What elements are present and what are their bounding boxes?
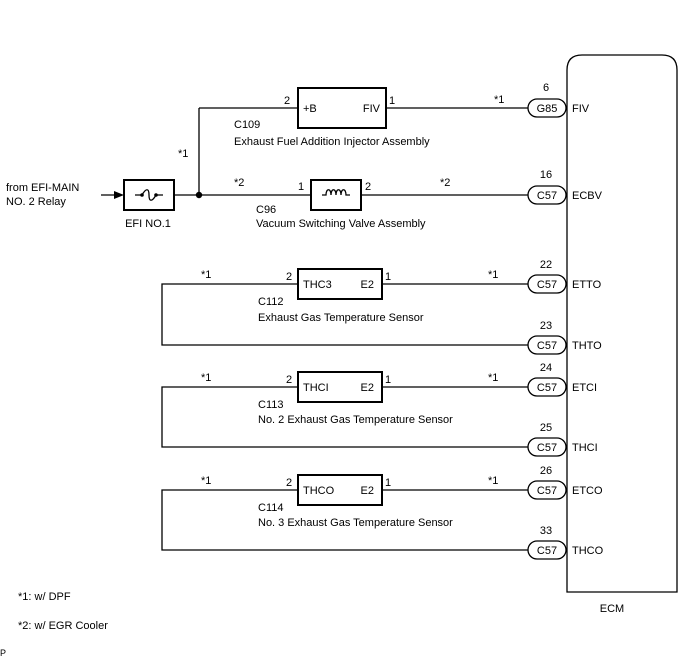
connector-code: C57 [537, 279, 557, 291]
connector-code: C57 [537, 382, 557, 394]
sensor-c112-note-right: *1 [488, 269, 498, 281]
sensor-c113-pin-right-label: E2 [361, 382, 374, 394]
sensor-c112-pin-left-num: 2 [286, 271, 292, 283]
injector-code: C109 [234, 119, 260, 131]
fuse-terminal-left [140, 193, 144, 197]
sensor-c114-pin-left-num: 2 [286, 477, 292, 489]
sensor-c112-pin-right-label: E2 [361, 279, 374, 291]
ecm-box [566, 54, 678, 593]
ecm-terminal-ecbv: 16 C57 ECBV [527, 169, 603, 205]
connector-code: C57 [537, 340, 557, 352]
terminal-pin-number: 25 [540, 422, 552, 434]
terminal-pin-number: 23 [540, 320, 552, 332]
vsv-name: Vacuum Switching Valve Assembly [256, 218, 426, 230]
source-label-line2: NO. 2 Relay [6, 196, 66, 208]
connector-pill [527, 437, 567, 457]
sensor-c114-note-left: *1 [201, 475, 211, 487]
ecm-label: ECM [600, 603, 624, 615]
sensor-c112-circuit: THC3 E2 2 1 *1 *1 C112 Exhaust Gas Tempe… [161, 268, 528, 346]
sensor-c112-loop-wire [161, 283, 528, 346]
vsv-note-left: *2 [234, 177, 244, 189]
coil-icon [322, 189, 350, 196]
sensor-c114-loop-wire [161, 489, 528, 551]
injector-wire-note: *1 [494, 94, 504, 106]
connector-code: C57 [537, 485, 557, 497]
sensor-c112-code: C112 [258, 296, 283, 308]
sensor-c114-pin-right-label: E2 [361, 485, 374, 497]
terminal-name: THCO [572, 545, 604, 557]
legend-item-egr-cooler: *2: w/ EGR Cooler [18, 620, 108, 632]
connector-pill [527, 377, 567, 397]
ecm-terminal-etco: 26 C57 ETCO [527, 465, 603, 500]
sensor-c114-name: No. 3 Exhaust Gas Temperature Sensor [258, 517, 453, 529]
injector-pin-right-num: 1 [389, 95, 395, 107]
connector-code: G85 [537, 103, 558, 115]
sensor-c113-note-left: *1 [201, 372, 211, 384]
terminal-pin-number: 22 [540, 259, 552, 271]
connector-pill [527, 274, 567, 294]
ecm-terminal-thci: 25 C57 THCI [527, 422, 598, 457]
sensor-c112-pin-right-num: 1 [385, 271, 391, 283]
fuse-label: EFI NO.1 [125, 218, 171, 230]
sensor-c114-pin-left-label: THCO [303, 485, 335, 497]
sensor-c114-note-right: *1 [488, 475, 498, 487]
injector-pin-right-label: FIV [363, 103, 381, 115]
terminal-name: THCI [572, 442, 598, 454]
terminal-pin-number: 16 [540, 169, 552, 181]
sensor-c112-note-left: *1 [201, 269, 211, 281]
fuse-terminal-right [154, 193, 158, 197]
injector-pin-left-label: +B [303, 103, 317, 115]
injector-pin-left-num: 2 [284, 95, 290, 107]
sensor-c113-note-right: *1 [488, 372, 498, 384]
corner-mark: P [0, 648, 6, 658]
sensor-c113-pin-right-num: 1 [385, 374, 391, 386]
sensor-c113-loop-wire [161, 386, 528, 448]
ecm-terminal-thto: 23 C57 THTO [527, 320, 602, 355]
vsv-pin-left-num: 1 [298, 181, 304, 193]
sensor-c113-pin-left-label: THCI [303, 382, 329, 394]
terminal-name: FIV [572, 103, 590, 115]
vsv-code: C96 [256, 204, 276, 216]
terminal-pin-number: 26 [540, 465, 552, 477]
terminal-name: ETCO [572, 485, 603, 497]
terminal-name: ETTO [572, 279, 602, 291]
connector-code: C57 [537, 442, 557, 454]
connector-pill [527, 480, 567, 500]
connector-pill [527, 185, 567, 205]
sensor-c113-name: No. 2 Exhaust Gas Temperature Sensor [258, 414, 453, 426]
terminal-pin-number: 6 [543, 82, 549, 94]
connector-code: C57 [537, 545, 557, 557]
terminal-pin-number: 33 [540, 525, 552, 537]
ecm-terminal-etto: 22 C57 ETTO [527, 259, 602, 294]
sensor-c113-pin-left-num: 2 [286, 374, 292, 386]
connector-pill [527, 335, 567, 355]
terminal-pin-number: 24 [540, 362, 552, 374]
connector-pill [527, 98, 567, 118]
terminal-name: ETCI [572, 382, 597, 394]
sensor-c112-name: Exhaust Gas Temperature Sensor [258, 312, 424, 324]
vsv-note-right: *2 [440, 177, 450, 189]
sensor-c113-code: C113 [258, 399, 283, 411]
ecm-terminal-thco: 33 C57 THCO [527, 525, 604, 560]
connector-pill [527, 540, 567, 560]
source-arrow [114, 191, 124, 199]
sensor-c114-code: C114 [258, 502, 283, 514]
sensor-c113-circuit: THCI E2 2 1 *1 *1 C113 No. 2 Exhaust Gas… [161, 371, 528, 448]
source-label-line1: from EFI-MAIN [6, 182, 79, 194]
vsv-pin-right-num: 2 [365, 181, 371, 193]
ecm-terminal-fiv: 6 G85 FIV [527, 82, 590, 118]
sensor-c114-circuit: THCO E2 2 1 *1 *1 C114 No. 3 Exhaust Gas… [161, 474, 528, 551]
connector-code: C57 [537, 190, 557, 202]
ecm-terminal-etci: 24 C57 ETCI [527, 362, 597, 397]
terminal-name: THTO [572, 340, 602, 352]
terminal-name: ECBV [572, 190, 603, 202]
sensor-c112-pin-left-label: THC3 [303, 279, 332, 291]
legend-item-dpf: *1: w/ DPF [18, 591, 71, 603]
sensor-c114-pin-right-num: 1 [385, 477, 391, 489]
injector-name: Exhaust Fuel Addition Injector Assembly [234, 136, 430, 148]
branch-note: *1 [178, 148, 188, 160]
